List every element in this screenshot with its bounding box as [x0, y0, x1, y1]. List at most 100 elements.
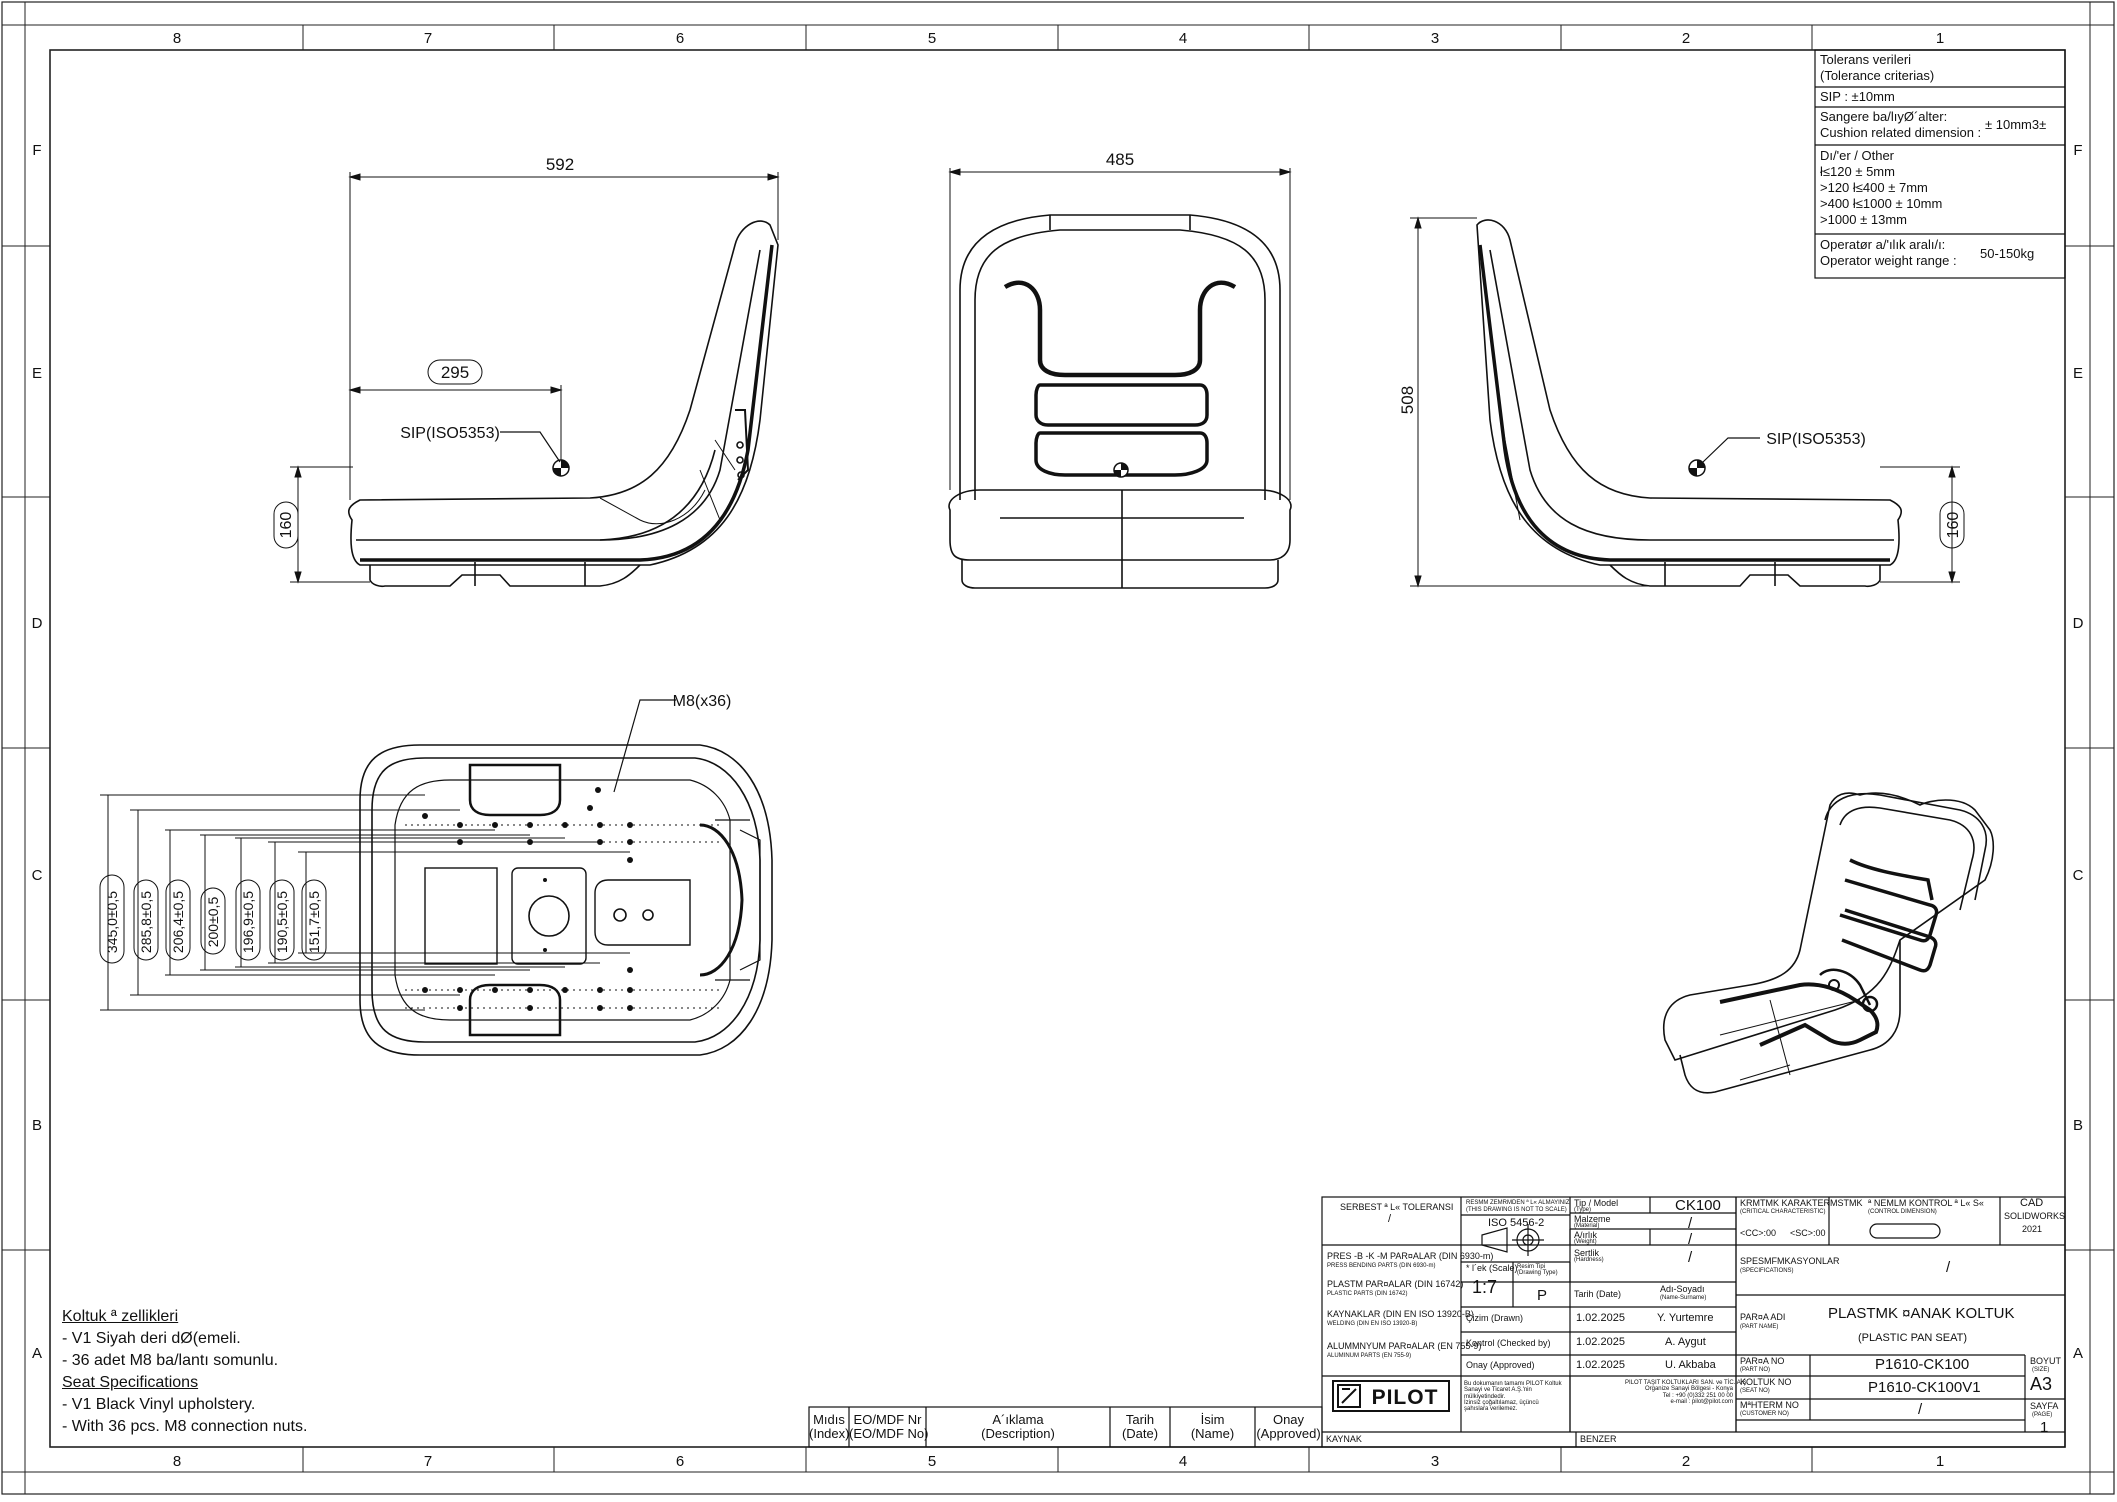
col-label: 5: [928, 1453, 936, 1470]
row-label: C: [2073, 867, 2084, 884]
size-label-en: (SIZE): [2032, 1367, 2050, 1373]
dim-side-width: 592: [546, 155, 574, 174]
tolerance-cushion-en: Cushion related dimension :: [1820, 125, 1982, 140]
notes-line: - 36 adet M8 ba/lantı somunlu.: [62, 1352, 279, 1369]
col-label: 5: [928, 30, 936, 47]
type-label: Tip / Model: [1574, 1198, 1619, 1208]
spec-value: /: [1946, 1259, 1951, 1276]
row-label: F: [2073, 142, 2082, 159]
tolerance-other: Dı/'er / Other: [1820, 148, 1895, 163]
part-name-value-en: (PLASTIC PAN SEAT): [1858, 1332, 1968, 1344]
row-label: B: [2073, 1117, 2083, 1134]
checked-date: 1.02.2025: [1576, 1336, 1625, 1348]
rev-index-header: Mıdıs(Index): [809, 1412, 850, 1441]
row-label: F: [32, 142, 41, 159]
weight-label-en: (Weight): [1574, 1239, 1597, 1245]
bottom-dims: [99, 794, 630, 1011]
notes-title-en: Seat Specifications: [62, 1374, 199, 1391]
tolerance-other-4: >1000 ± 13mm: [1820, 212, 1907, 227]
tolerance-other-2: >120 ł≤400 ± 7mm: [1820, 180, 1928, 195]
approved-name: U. Akbaba: [1665, 1359, 1716, 1371]
row-label: A: [32, 1345, 42, 1362]
page-value: 1: [2040, 1419, 2049, 1436]
col-label: 8: [173, 1453, 181, 1470]
front-sip-marker: [1113, 462, 1129, 478]
size-value: A3: [2030, 1374, 2053, 1394]
col-label: 1: [1936, 1453, 1944, 1470]
tolerance-weight-en: Operator weight range :: [1820, 253, 1957, 268]
part-no-label: PAR¤A NO: [1740, 1356, 1785, 1366]
col-label: 2: [1682, 1453, 1690, 1470]
front-view: [948, 214, 1292, 589]
row-label: A: [2073, 1345, 2083, 1362]
row-label: E: [32, 365, 42, 382]
tolerance-weight-value: 50-150kg: [1980, 246, 2035, 261]
rear-sip-marker: [1688, 437, 1760, 477]
free-tolerance-label: SERBEST ª L« TOLERANSI: [1340, 1202, 1454, 1212]
dim-bottom-2: 285,8±0,5: [138, 891, 154, 953]
svg-text:PILOT: PILOT: [1372, 1386, 1439, 1409]
part-no-value: P1610-CK100: [1875, 1356, 1970, 1373]
press-parts-en: PRESS BENDING PARTS (DIN 6930-m): [1327, 1263, 1436, 1269]
control-label-en: (CONTROL DIMENSION): [1868, 1209, 1937, 1215]
checked-name: A. Aygut: [1665, 1336, 1706, 1348]
row-label: D: [2073, 615, 2084, 632]
critical-label-en: (CRITICAL CHARACTERISTIC): [1740, 1209, 1826, 1215]
notes-line: - With 36 pcs. M8 connection nuts.: [62, 1418, 308, 1435]
dim-bottom-6: 190,5±0,5: [274, 891, 290, 953]
cad-version: 2021: [2022, 1224, 2043, 1234]
size-label: BOYUT: [2030, 1356, 2062, 1366]
critical-cc: <CC>:00: [1740, 1228, 1777, 1238]
col-label: 8: [173, 30, 181, 47]
name-label: Adı-Soyadı: [1660, 1284, 1705, 1294]
material-value: /: [1688, 1215, 1693, 1232]
welding-en: WELDING (DIN EN ISO 13920-B): [1327, 1321, 1418, 1327]
iso-standard: ISO 5456-2: [1488, 1217, 1545, 1229]
seat-no-value: P1610-CK100V1: [1868, 1379, 1981, 1396]
similar-label: BENZER: [1580, 1434, 1617, 1444]
tolerance-title: Tolerans verileri: [1820, 52, 1912, 67]
rev-name-header: İsim(Name): [1190, 1412, 1235, 1441]
critical-sc: <SC>:00: [1790, 1228, 1826, 1238]
tolerance-cushion-value: ± 10mm3±: [1985, 117, 2047, 132]
dim-bottom-1: 345,0±0,5: [104, 891, 120, 953]
name-label-en: (Name-Surname): [1660, 1295, 1707, 1301]
bottom-dim-labels: 345,0±0,5 285,8±0,5 206,4±0,5 200±0,5 19…: [104, 891, 322, 953]
page-label: SAYFA: [2030, 1401, 2059, 1411]
rev-approved-header: Onay(Approved): [1256, 1412, 1321, 1441]
bottom-view: [359, 744, 773, 1056]
welding-tr: KAYNAKLAR (DIN EN ISO 13920-B): [1327, 1309, 1474, 1319]
row-label: B: [32, 1117, 42, 1134]
dim-side-height: 160: [278, 512, 295, 539]
rear-side-view: [1476, 219, 1902, 588]
nut-label: M8(x36): [673, 693, 732, 710]
critical-label: KRMTMK KARAKTERMSTMK: [1740, 1198, 1863, 1208]
control-dimension-icon: [1869, 1223, 1941, 1239]
tolerance-weight-tr: Operatør a/'ılık aralı/ı:: [1820, 237, 1946, 252]
dim-bottom-4: 200±0,5: [205, 897, 221, 948]
type-value: CK100: [1675, 1197, 1721, 1214]
tolerance-other-1: ł≤120 ± 5mm: [1820, 164, 1895, 179]
customer-no-label-en: (CUSTOMER NO): [1740, 1411, 1789, 1417]
rear-sip-label: SIP(ISO5353): [1766, 431, 1866, 448]
col-label: 2: [1682, 30, 1690, 47]
approved-label: Onay (Approved): [1466, 1360, 1535, 1370]
dim-side-sip-x: 295: [441, 363, 469, 382]
aluminum-tr: ALUMMNYUM PAR¤ALAR (EN 755-9): [1327, 1341, 1482, 1351]
customer-no-value: /: [1918, 1401, 1923, 1418]
col-label: 3: [1431, 30, 1439, 47]
seat-no-label: KOLTUK NO: [1740, 1377, 1792, 1387]
rev-desc-header: A´ıklama(Description): [981, 1412, 1055, 1441]
col-label: 7: [424, 1453, 432, 1470]
scale-label: * l´ek (Scale): [1466, 1263, 1518, 1273]
drawn-date: 1.02.2025: [1576, 1312, 1625, 1324]
nut-leader: [613, 699, 676, 793]
side-sip-label: SIP(ISO5353): [400, 425, 500, 442]
cad-label: CAD: [2020, 1197, 2044, 1209]
dim-rear-side-height: 160: [1945, 512, 1962, 539]
legal-notice: Bu dokumanın tamamı PILOT Koltuk Sanayi …: [1464, 1381, 1562, 1413]
row-label: E: [2073, 365, 2083, 382]
